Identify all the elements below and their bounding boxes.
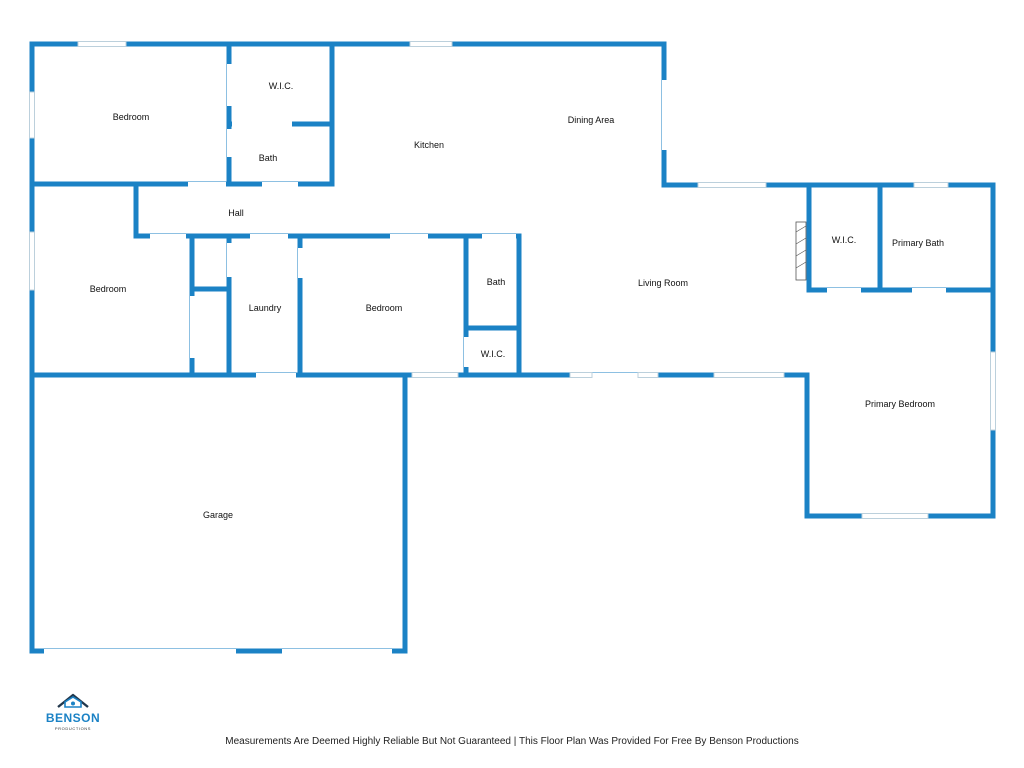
door-gap [464,337,469,367]
door-gap [256,373,296,378]
room-label-primary-bedroom: Primary Bedroom [865,399,935,409]
window [713,372,785,378]
window [861,513,929,519]
window [913,182,949,188]
door-gap [227,64,232,106]
window [409,41,453,47]
logo-subtitle: PRODUCTIONS [54,726,92,731]
fireplace-icon [795,221,807,281]
door-gap [591,373,639,378]
window [411,372,459,378]
room-label-wic-mid: W.I.C. [481,349,506,359]
door-gap [190,296,195,358]
room-label-bath-north: Bath [259,153,278,163]
room-label-living: Living Room [638,278,688,288]
room-label-primary-bath: Primary Bath [892,238,944,248]
door-gap [44,649,236,654]
window [569,372,593,378]
walls [29,41,996,654]
door-gap [390,234,428,239]
door-gap [482,234,516,239]
window [77,41,127,47]
room-label-bedroom-mid: Bedroom [366,303,403,313]
room-label-garage: Garage [203,510,233,520]
door-gap [912,288,946,293]
door-gap [805,312,811,352]
windows [29,41,996,519]
room-label-bath-mid: Bath [487,277,506,287]
logo-name: BENSON [45,711,101,725]
room-label-bedroom-nw: Bedroom [113,112,150,122]
room-label-laundry: Laundry [249,303,282,313]
window [990,351,996,431]
door-gap [232,121,292,127]
room-label-wic-primary: W.I.C. [832,235,857,245]
house-icon [57,693,89,708]
room-label-hall: Hall [228,208,244,218]
openings [44,64,946,654]
room-label-dining: Dining Area [568,115,615,125]
window [29,231,35,291]
door-gap [250,234,288,239]
room-label-kitchen: Kitchen [414,140,444,150]
door-gap [150,234,186,239]
door-gap [827,288,861,293]
door-gap [262,182,298,187]
door-gap [662,80,667,150]
door-gap [227,129,232,157]
window [637,372,659,378]
door-gap [227,243,232,277]
footer-disclaimer: Measurements Are Deemed Highly Reliable … [225,736,799,747]
door-gap [282,649,392,654]
benson-logo: BENSON PRODUCTIONS [30,692,116,736]
window [29,91,35,139]
room-label-bedroom-west: Bedroom [90,284,127,294]
door-gap [298,248,303,278]
window [697,182,767,188]
door-gap [188,182,226,187]
room-label-wic-north: W.I.C. [269,81,294,91]
